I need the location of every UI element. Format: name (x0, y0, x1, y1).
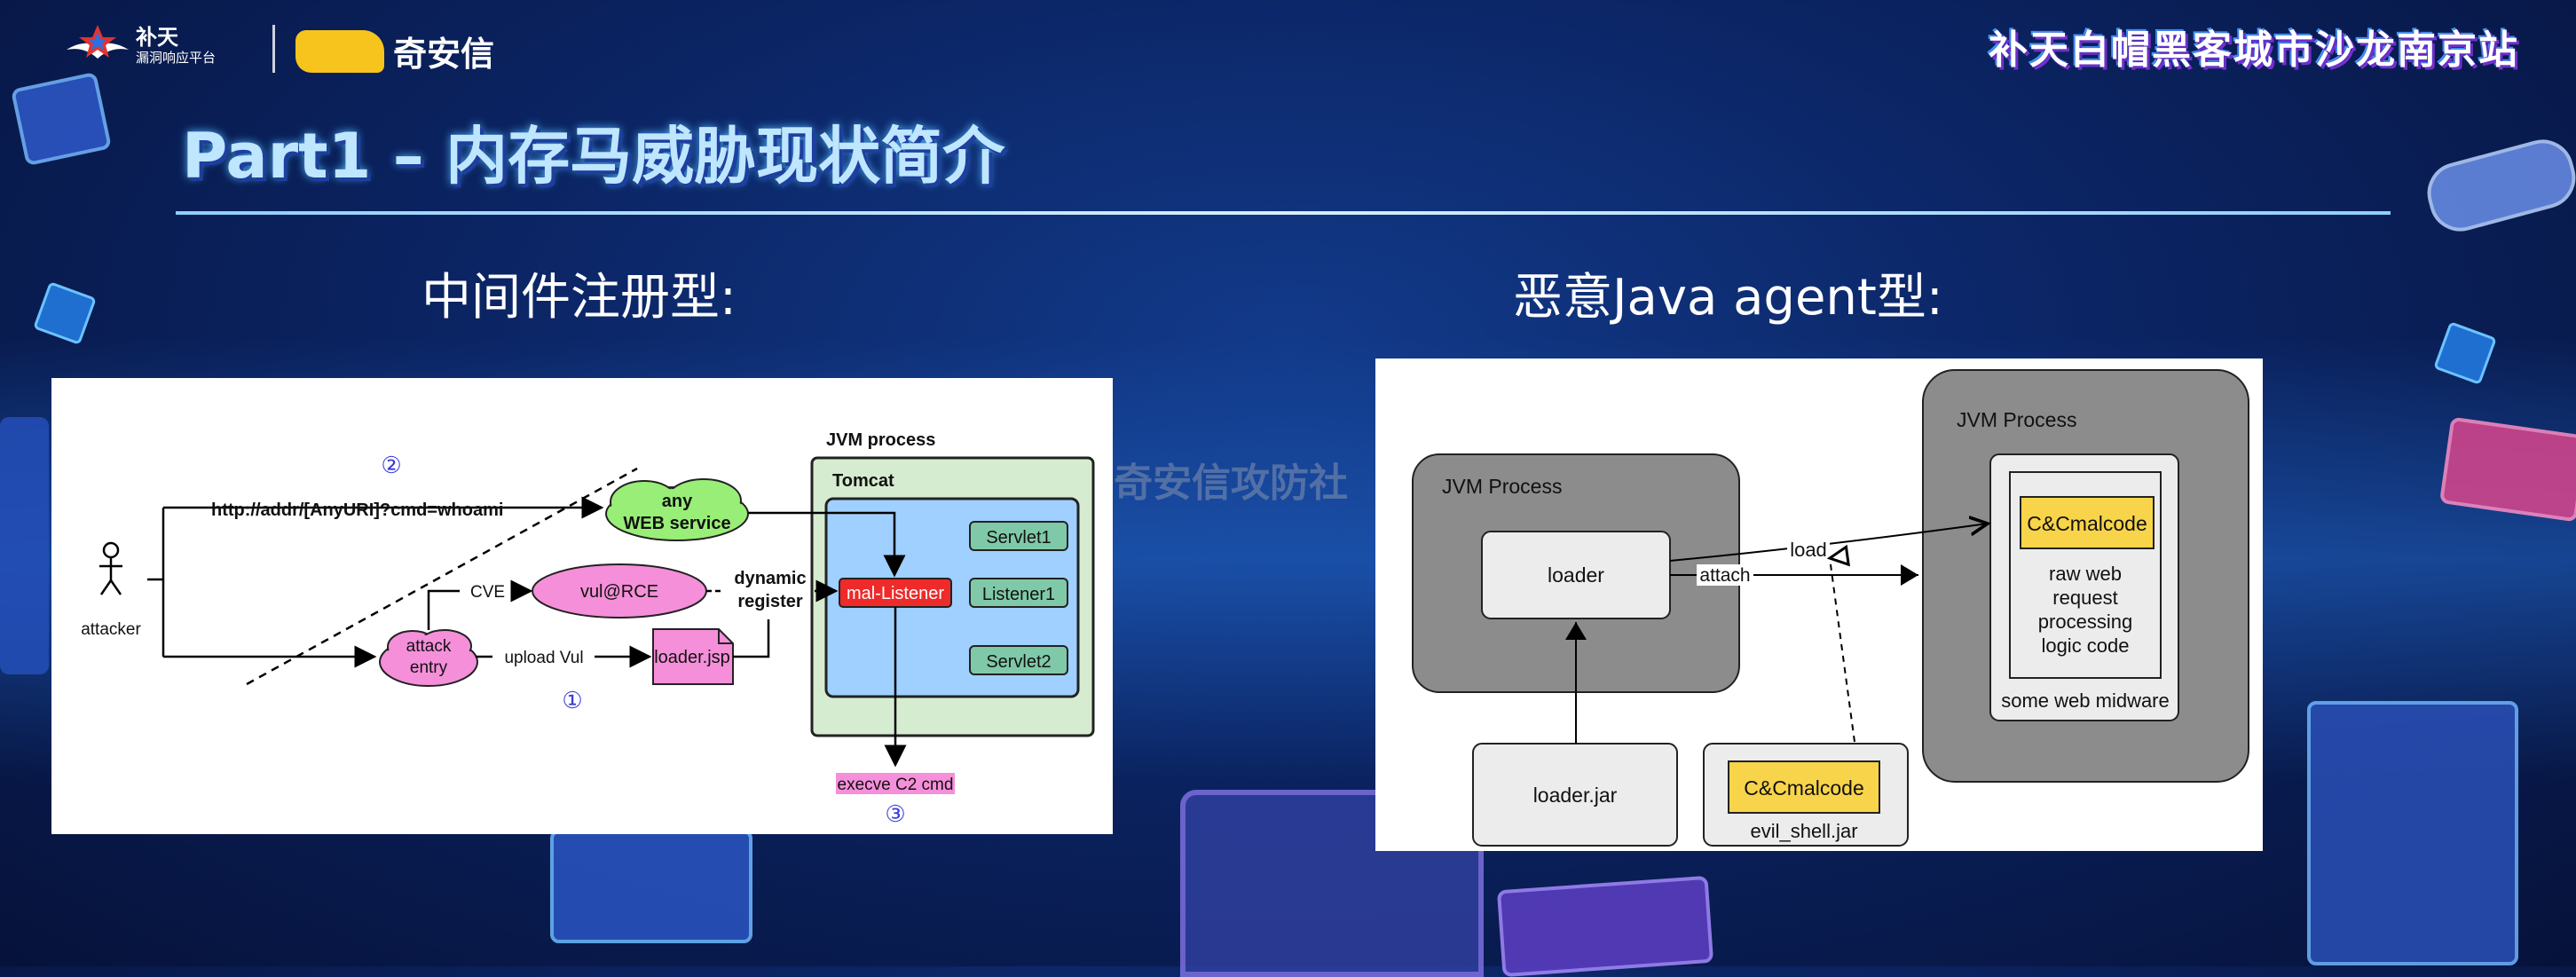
any-web-service-cloud (605, 478, 749, 541)
jvm-process-right-label: JVM Process (1957, 408, 2076, 431)
right-heading: 恶意Java agent型: (1513, 269, 1943, 327)
raw-web-line-4: logic code (2041, 634, 2129, 657)
attach-label: attach (1699, 565, 1750, 586)
attack-entry-label-2: entry (410, 658, 448, 677)
decor-chip-left (33, 281, 97, 345)
title-divider (176, 211, 2391, 215)
decor-robot-right (2307, 701, 2518, 965)
servlet1-label: Servlet1 (986, 528, 1051, 548)
raw-web-line-1: raw web (2049, 563, 2122, 585)
execve-box (836, 773, 955, 794)
cc-malcode-bottom-box (1728, 760, 1880, 814)
logo-divider (272, 25, 275, 73)
step1-marker: ① (562, 687, 582, 713)
event-title: 补天白帽黑客城市沙龙南京站 (1989, 28, 2519, 73)
loader-jar-label: loader.jar (1533, 784, 1618, 807)
java-agent-diagram: JVM Process loader JVM Process C&Cmalcod… (1412, 369, 2249, 847)
step2-marker: ② (381, 452, 401, 478)
cve-label: CVE (470, 583, 505, 602)
watermark: 奇安信攻防社 (1114, 461, 1348, 506)
cc-malcode-top-box (2020, 496, 2155, 549)
page-title: Part1 – 内存马威胁现状简介 (182, 120, 1005, 193)
loader-jsp-label: loader.jsp (654, 648, 730, 667)
butian-logo-name: 补天 (136, 25, 178, 50)
decor-bottom-right-keyboard (1496, 875, 1714, 977)
any-web-service-label-2: WEB service (623, 514, 730, 533)
raw-web-line-3: processing (2038, 611, 2132, 633)
servlet2-box (969, 645, 1068, 675)
tomcat-label: Tomcat (832, 471, 894, 491)
left-heading: 中间件注册型: (421, 269, 737, 327)
qianxin-logo: 奇安信 (295, 27, 494, 75)
some-web-midware-label: some web midware (2001, 689, 2170, 712)
java-agent-diagram-panel: JVM Process loader JVM Process C&Cmalcod… (1375, 358, 2263, 851)
upload-vul-label: upload Vul (504, 649, 583, 667)
decor-telescope (2420, 132, 2576, 239)
jvm-process-left-label: JVM Process (1442, 475, 1562, 498)
loader-jsp-file (652, 628, 734, 685)
attacker-label: attacker (81, 620, 141, 639)
evil-shell-jar-label: evil_shell.jar (1750, 820, 1857, 842)
listener1-box (969, 578, 1068, 608)
dynamic-register-label-2: register (737, 592, 803, 611)
butian-logo-subtitle: 漏洞响应平台 (136, 50, 217, 66)
url-label: http://addr/[AnyURI]?cmd=whoami (211, 500, 503, 520)
vul-rce-label: vul@RCE (580, 582, 658, 602)
attack-entry-cloud (379, 629, 478, 687)
butian-logo: 补天 漏洞响应平台 (67, 23, 216, 69)
servlet1-box (969, 521, 1068, 551)
attack-entry-label-1: attack (406, 637, 452, 656)
listener1-label: Listener1 (982, 585, 1055, 604)
butian-star-icon (67, 25, 129, 59)
cc-malcode-top-label: C&Cmalcode (2027, 512, 2147, 535)
servlet2-label: Servlet2 (986, 652, 1051, 672)
raw-web-line-2: request (2052, 587, 2117, 609)
any-web-service-label-1: any (662, 492, 693, 511)
qianxin-logo-name: 奇安信 (393, 35, 495, 74)
decor-bottom-left-device (550, 830, 752, 943)
boundary-dashed-line (246, 467, 638, 686)
dynamic-register-label-1: dynamic (734, 569, 806, 588)
loader-label: loader (1548, 563, 1604, 587)
attacker-icon (99, 541, 122, 595)
load-label: load (1790, 539, 1827, 561)
middleware-diagram: JVM process Tomcat Servlet1 Listener1 Se… (81, 430, 1095, 827)
decor-monitor-left (10, 71, 113, 167)
qianxin-cat-icon (295, 29, 384, 73)
step3-marker: ③ (885, 800, 905, 827)
execve-label: execve C2 cmd (838, 776, 954, 794)
middleware-diagram-panel: JVM process Tomcat Servlet1 Listener1 Se… (51, 378, 1113, 834)
decor-panel-left (0, 417, 49, 674)
cc-malcode-bottom-label: C&Cmalcode (1744, 776, 1864, 800)
mal-listener-label: mal-Listener (847, 584, 944, 603)
jvm-process-label: JVM process (826, 430, 935, 450)
